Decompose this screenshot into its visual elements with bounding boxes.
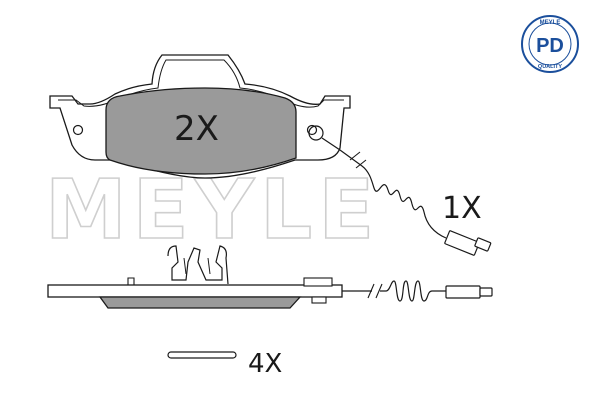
wear-sensor-front-view: 1X bbox=[321, 137, 492, 256]
sensor-wire-side-break bbox=[367, 283, 383, 299]
sensor-quantity-label: 1X bbox=[442, 191, 482, 226]
wear-sensor-side-view bbox=[342, 280, 493, 302]
sensor-connector bbox=[444, 230, 480, 256]
sensor-connector-side bbox=[445, 285, 481, 299]
sensor-wire-side bbox=[342, 280, 446, 302]
backing-plate-side bbox=[47, 284, 343, 298]
badge-bottom-text: QUALITY bbox=[538, 64, 562, 70]
sensor-plug-side bbox=[311, 296, 327, 304]
friction-material bbox=[105, 87, 297, 175]
sensor-mount-boss bbox=[308, 125, 324, 141]
mounting-hole-right bbox=[306, 124, 318, 136]
sensor-connector-side-tip bbox=[479, 287, 493, 297]
badge-main-text: PD bbox=[536, 35, 564, 57]
badge-outer-ring bbox=[521, 15, 579, 73]
sensor-housing-side bbox=[303, 277, 333, 287]
sensor-connector-tip bbox=[474, 237, 492, 252]
brake-pad-front-view: 2X bbox=[49, 54, 351, 179]
mounting-hole-left bbox=[72, 124, 84, 136]
clip-quantity-label: 4X bbox=[248, 349, 282, 379]
sensor-wire-break bbox=[349, 151, 367, 169]
shim-strip-shape bbox=[167, 351, 237, 359]
sensor-wire bbox=[321, 137, 447, 239]
retaining-clip-inner bbox=[183, 257, 211, 275]
retaining-clip bbox=[167, 245, 229, 285]
badge-inner-ring bbox=[528, 22, 572, 66]
pad-quantity-label: 2X bbox=[174, 109, 219, 149]
shim-strip: 4X bbox=[167, 349, 282, 379]
quality-badge: MEYLE PD QUALITY bbox=[521, 15, 579, 73]
badge-top-text: MEYLE bbox=[540, 20, 561, 26]
friction-layer-side bbox=[98, 296, 302, 309]
